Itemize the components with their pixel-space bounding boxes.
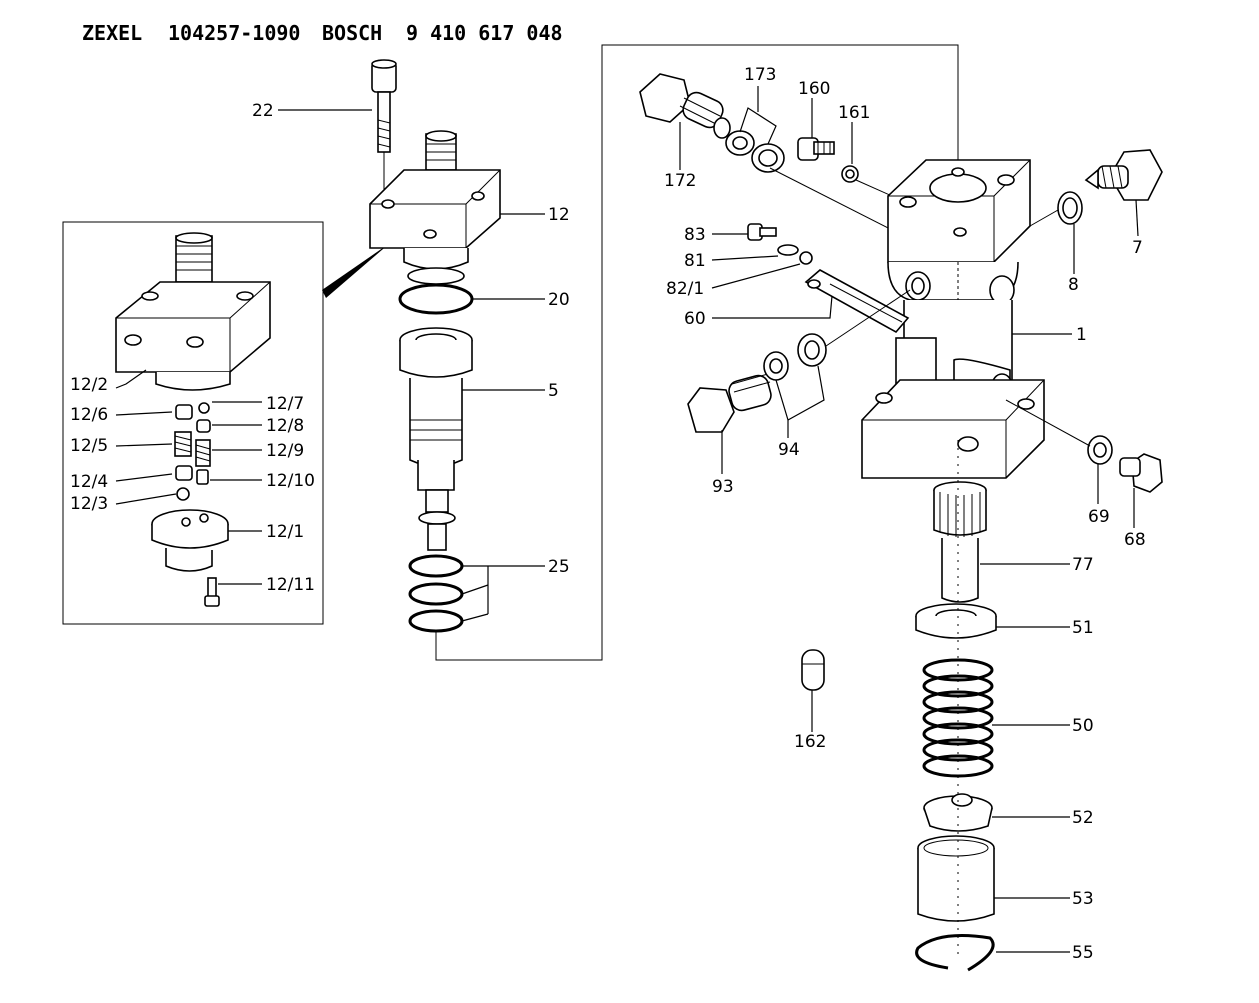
- part-50-spring-drawing: [922, 658, 994, 778]
- label-162: 162: [794, 732, 826, 752]
- label-160: 160: [798, 79, 830, 99]
- label-12-4: 12/4: [70, 472, 108, 492]
- part-77-sleeve-drawing: [933, 481, 987, 603]
- label-12-11: 12/11: [266, 575, 315, 595]
- part-82-1-washer: [799, 251, 813, 265]
- part-22-screw-drawing: [371, 59, 397, 194]
- label-93: 93: [712, 477, 734, 497]
- label-173: 173: [744, 65, 776, 85]
- label-94: 94: [778, 440, 800, 460]
- label-25: 25: [548, 557, 570, 577]
- title-part-number-1: 104257-1090: [168, 21, 300, 45]
- part-20-oring-drawing: [398, 283, 474, 315]
- label-12-2: 12/2: [70, 375, 108, 395]
- label-12: 12: [548, 205, 570, 225]
- assembly-connector-line: [435, 44, 959, 661]
- label-12-10: 12/10: [266, 471, 315, 491]
- diagram-title: ZEXEL 104257-1090 BOSCH 9 410 617 048: [82, 21, 563, 45]
- part-172-bolt-drawing: [639, 73, 731, 139]
- part-12-2-holder-drawing: [115, 232, 271, 391]
- middle-column: [278, 44, 959, 661]
- label-55: 55: [1072, 943, 1094, 963]
- label-161: 161: [838, 103, 870, 123]
- inset-pointer: [322, 243, 390, 298]
- label-22: 22: [252, 101, 274, 121]
- title-maker-2: BOSCH: [322, 21, 382, 45]
- part-5-barrel-drawing: [399, 327, 473, 551]
- part-7-valve-drawing: [1084, 149, 1163, 201]
- inset-frame: [62, 221, 324, 625]
- part-25-orings-drawing: [408, 554, 464, 633]
- label-12-7: 12/7: [266, 394, 304, 414]
- label-52: 52: [1072, 808, 1094, 828]
- label-172: 172: [664, 171, 696, 191]
- label-5: 5: [548, 381, 559, 401]
- label-53: 53: [1072, 889, 1094, 909]
- label-7: 7: [1132, 238, 1143, 258]
- label-83: 83: [684, 225, 706, 245]
- right-group: [639, 73, 1163, 972]
- label-50: 50: [1072, 716, 1094, 736]
- label-51: 51: [1072, 618, 1094, 638]
- parts-12-stack-drawing: [151, 402, 229, 607]
- label-82-1: 82/1: [666, 279, 704, 299]
- part-83-screw-drawing: [747, 223, 777, 241]
- part-51-seat-drawing: [915, 603, 997, 639]
- part-160-bolt-drawing: [797, 137, 835, 161]
- label-12-1: 12/1: [266, 522, 304, 542]
- part-1-housing-drawing: [861, 159, 1045, 479]
- part-60-rack-drawing: [804, 269, 910, 334]
- part-55-ring-drawing: [915, 934, 995, 972]
- callout-labels: 22 12 20 5 25 12/2 12/6 12/7 12/8 12/5 1…: [70, 65, 1146, 963]
- part-162-key: [801, 649, 825, 691]
- label-69: 69: [1088, 507, 1110, 527]
- part-68-plug-drawing: [1119, 453, 1163, 493]
- label-81: 81: [684, 251, 706, 271]
- title-maker-1: ZEXEL: [82, 21, 142, 45]
- label-12-3: 12/3: [70, 494, 108, 514]
- label-60: 60: [684, 309, 706, 329]
- title-part-number-2: 9 410 617 048: [406, 21, 563, 45]
- part-12-holder-drawing: [369, 130, 501, 285]
- label-1: 1: [1076, 325, 1087, 345]
- label-20: 20: [548, 290, 570, 310]
- part-93-bolt-drawing: [687, 373, 772, 433]
- label-12-8: 12/8: [266, 416, 304, 436]
- label-8: 8: [1068, 275, 1079, 295]
- part-53-tappet-drawing: [917, 835, 995, 922]
- label-77: 77: [1072, 555, 1094, 575]
- label-68: 68: [1124, 530, 1146, 550]
- part-81-clip: [777, 244, 799, 256]
- label-12-5: 12/5: [70, 436, 108, 456]
- detail-inset: [62, 221, 390, 625]
- label-12-6: 12/6: [70, 405, 108, 425]
- label-12-9: 12/9: [266, 441, 304, 461]
